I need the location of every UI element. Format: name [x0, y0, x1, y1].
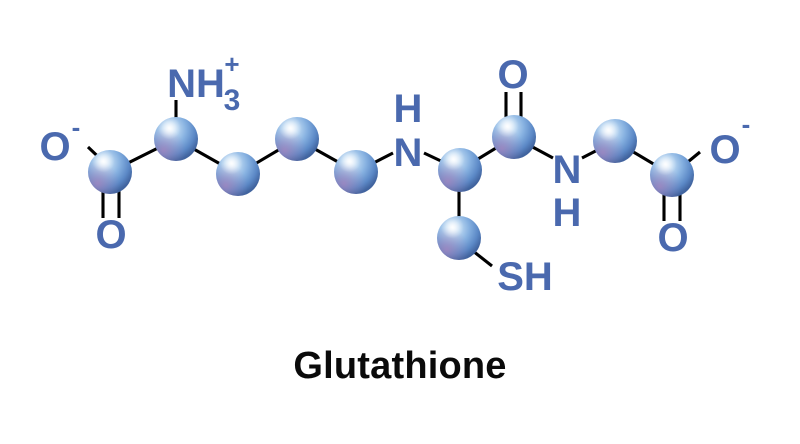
- label-amide-left-nitrogen: N: [394, 131, 423, 175]
- label-oxygen-anion-right-charge: -: [742, 109, 751, 139]
- label-oxygen-carbonyl-middle: O: [497, 53, 528, 97]
- atom-c3-methylene-beta: [216, 152, 260, 196]
- label-layer: O - O NH 3 + H N O SH N H O - O: [39, 49, 750, 299]
- figure-caption: Glutathione: [293, 345, 507, 387]
- label-amino-charge-plus: +: [224, 49, 239, 79]
- label-amide-right-nitrogen: N: [553, 148, 582, 192]
- atom-c4-methylene-gamma: [275, 117, 319, 161]
- atom-c5-gamma-carbonyl: [334, 150, 378, 194]
- atom-c6-alpha-cysteine: [438, 148, 482, 192]
- label-amino-nh: NH: [167, 62, 225, 106]
- atom-c8-methylene-thiol: [437, 216, 481, 260]
- atom-c2-alpha-glutamate: [154, 117, 198, 161]
- atom-c10-carboxylate-glycine: [650, 153, 694, 197]
- label-amino-subscript-3: 3: [224, 84, 241, 117]
- label-oxygen-carbonyl-left: O: [95, 213, 126, 257]
- label-thiol-sh: SH: [497, 255, 553, 299]
- atom-c9-methylene-glycine: [593, 119, 637, 163]
- label-oxygen-anion-left-charge: -: [72, 112, 81, 142]
- label-oxygen-anion-right: O: [709, 128, 740, 172]
- label-amide-right-hydrogen: H: [553, 191, 582, 235]
- label-oxygen-carbonyl-right: O: [657, 216, 688, 260]
- label-amide-left-hydrogen: H: [394, 87, 423, 131]
- atom-c1-carboxylate-glutamate: [88, 150, 132, 194]
- label-oxygen-anion-left: O: [39, 125, 70, 169]
- atom-c7-carbonyl-cysteine: [492, 115, 536, 159]
- atom-layer: [88, 115, 694, 260]
